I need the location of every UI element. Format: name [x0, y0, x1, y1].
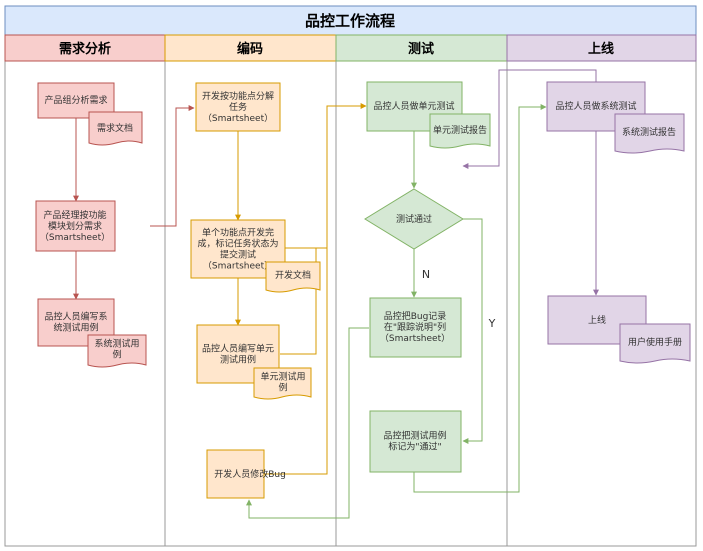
- label-line: 统测试用例: [53, 322, 98, 334]
- label-line: 单元测试报告: [433, 124, 487, 136]
- label-line: 单元测试用: [260, 371, 305, 383]
- label-line: 品控人员做单元测试: [373, 100, 454, 112]
- label-line: 产品组分析需求: [44, 94, 107, 106]
- label-line: 系统测试报告: [622, 126, 676, 138]
- edge-label-no: N: [422, 268, 430, 281]
- node-split-requirements[interactable]: [35, 200, 116, 252]
- edge-dev-complete-to-unit-test: [285, 103, 367, 249]
- node-fix-bug[interactable]: [206, 449, 265, 499]
- label-line: 品控人员编写系: [44, 311, 107, 323]
- label-line: 在"跟踪说明"列: [384, 321, 446, 333]
- label-line: 任务: [229, 101, 247, 113]
- node-task-breakdown[interactable]: [195, 82, 281, 132]
- node-unit-test-label: 品控人员做单元测试: [373, 100, 454, 112]
- label-line: （Smartsheet）: [40, 232, 110, 243]
- label-line: 测试通过: [396, 213, 432, 225]
- doc-user-manual[interactable]: [619, 323, 691, 364]
- lane-release-label: 上线: [588, 41, 614, 57]
- edge-system-test-back-to-unit: [462, 69, 597, 169]
- label-line: （Smartsheet）: [380, 333, 450, 344]
- label-line: 需求文档: [97, 122, 133, 134]
- label-line: 测试用例: [220, 354, 256, 366]
- doc-unit-test-report-label: 单元测试报告: [433, 124, 487, 136]
- label-line: 品控把Bug记录: [384, 310, 447, 322]
- node-fix-bug-label: 开发人员修改Bug: [214, 468, 286, 480]
- label-line: 上线: [588, 314, 606, 326]
- label-line: 模块划分需求: [48, 220, 102, 232]
- label-line: 开发人员修改Bug: [214, 468, 286, 480]
- label-line: 品控人员做系统测试: [555, 100, 636, 112]
- node-record-bug-label: 品控把Bug记录在"跟踪说明"列（Smartsheet）: [380, 310, 450, 344]
- label-line: 开发文档: [275, 269, 311, 281]
- doc-system-test-report-label: 系统测试报告: [622, 126, 676, 138]
- node-write-system-test-cases-label: 品控人员编写系统测试用例: [44, 311, 107, 334]
- edge-bugfix-to-unit-test: [264, 248, 328, 475]
- doc-user-manual-label: 用户使用手册: [628, 336, 682, 348]
- doc-dev-doc[interactable]: [265, 261, 321, 293]
- node-dev-complete-label: 单个功能点开发完成，标记任务状态为提交测试（Smartsheet）: [197, 227, 278, 272]
- lane-coding-label: 编码: [237, 41, 263, 57]
- lane-release-header: [506, 34, 697, 62]
- diagram-title: 品控工作流程: [305, 12, 395, 30]
- lane-coding-header: [164, 34, 337, 62]
- node-record-bug[interactable]: [369, 297, 462, 358]
- label-line: （Smartsheet）: [203, 261, 273, 272]
- label-line: 标记为"通过": [388, 441, 441, 453]
- doc-unit-test-cases-label: 单元测试用例: [260, 371, 305, 394]
- label-line: 例: [278, 382, 287, 394]
- label-line: 提交测试: [220, 249, 256, 261]
- doc-unit-test-cases[interactable]: [253, 367, 312, 400]
- node-requirement-analysis-label: 产品组分析需求: [44, 94, 107, 106]
- doc-system-test-cases[interactable]: [87, 334, 147, 368]
- lane-testing-header: [335, 34, 508, 62]
- label-line: 成，标记任务状态为: [197, 238, 278, 250]
- label-line: 产品经理按功能: [43, 209, 106, 221]
- node-split-requirements-label: 产品经理按功能模块划分需求（Smartsheet）: [40, 209, 110, 243]
- edge-decision-yes: [462, 218, 483, 444]
- node-go-live-label: 上线: [588, 314, 606, 326]
- label-line: 品控把测试用例: [383, 430, 446, 442]
- lane-testing-label: 测试: [408, 41, 434, 57]
- node-mark-passed[interactable]: [369, 410, 462, 473]
- node-task-breakdown-label: 开发按功能点分解任务（Smartsheet）: [202, 90, 274, 124]
- edge-passed-to-system-test: [413, 104, 547, 493]
- edge-label-yes: Y: [488, 317, 496, 330]
- decision-test-passed[interactable]: [364, 188, 464, 250]
- label-line: 开发按功能点分解: [202, 90, 274, 102]
- label-line: 用户使用手册: [628, 336, 682, 348]
- lane-requirements-header: [4, 34, 166, 62]
- label-line: （Smartsheet）: [203, 113, 273, 124]
- label-line: 例: [112, 349, 121, 361]
- lane-requirements-label: 需求分析: [59, 41, 111, 57]
- label-line: 系统测试用: [94, 338, 139, 350]
- label-line: 品控人员编写单元: [202, 343, 274, 355]
- node-system-test-label: 品控人员做系统测试: [555, 100, 636, 112]
- node-write-unit-test-cases-label: 品控人员编写单元测试用例: [202, 343, 274, 366]
- doc-unit-test-report[interactable]: [429, 113, 491, 149]
- doc-requirement-doc-label: 需求文档: [97, 122, 133, 134]
- doc-system-test-report[interactable]: [614, 113, 685, 154]
- doc-requirement-doc[interactable]: [88, 111, 143, 146]
- doc-dev-doc-label: 开发文档: [275, 269, 311, 281]
- node-mark-passed-label: 品控把测试用例标记为"通过": [383, 430, 446, 453]
- title-bar: [4, 5, 697, 36]
- doc-system-test-cases-label: 系统测试用例: [94, 338, 139, 361]
- label-line: 单个功能点开发完: [202, 227, 274, 239]
- edge-bug-record-to-bugfix: [246, 327, 369, 519]
- edge-split-to-task-breakdown: [150, 105, 195, 227]
- decision-test-passed-label: 测试通过: [396, 213, 432, 225]
